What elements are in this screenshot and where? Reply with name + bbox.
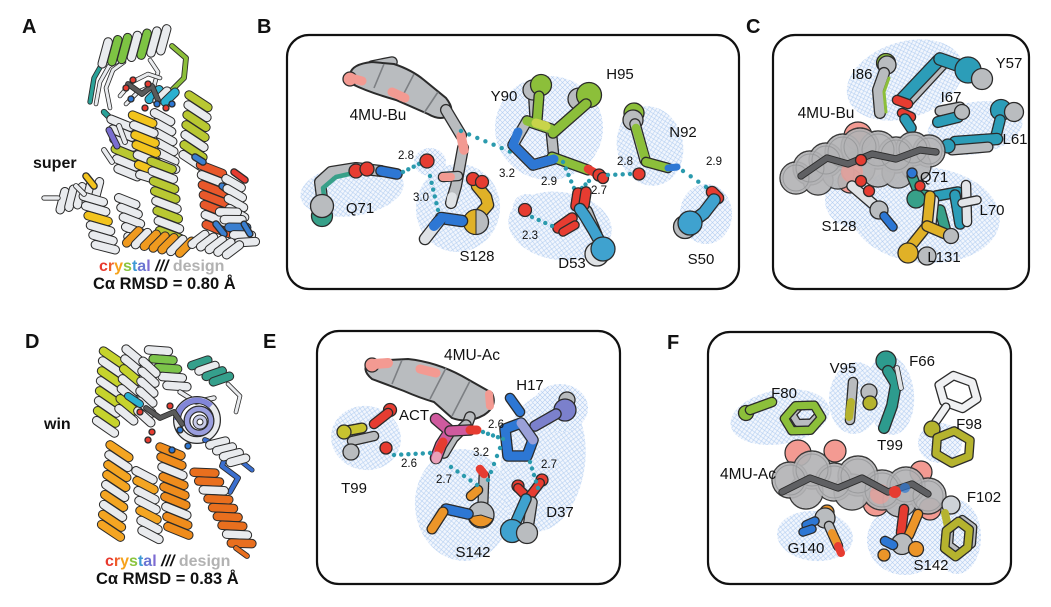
svg-text:I86: I86 <box>852 66 873 83</box>
svg-text:T99: T99 <box>341 480 367 497</box>
svg-text:F: F <box>667 332 679 354</box>
svg-text:F80: F80 <box>771 385 797 402</box>
svg-text:2.9: 2.9 <box>706 156 722 168</box>
svg-text:D: D <box>25 331 39 353</box>
svg-text:C: C <box>746 16 760 38</box>
svg-text:4MU-Bu: 4MU-Bu <box>798 105 855 122</box>
svg-text:3.2: 3.2 <box>473 447 489 459</box>
svg-text:crystal /// design: crystal /// design <box>105 553 230 570</box>
svg-text:Q71: Q71 <box>920 169 948 186</box>
svg-text:super: super <box>33 155 77 172</box>
svg-text:V95: V95 <box>830 360 857 377</box>
svg-text:4MU-Bu: 4MU-Bu <box>350 107 407 124</box>
svg-text:A: A <box>22 16 36 38</box>
svg-text:N92: N92 <box>669 124 697 141</box>
svg-text:S128: S128 <box>459 248 494 265</box>
svg-text:I67: I67 <box>941 89 962 106</box>
svg-text:S128: S128 <box>821 218 856 235</box>
svg-text:Y57: Y57 <box>996 55 1023 72</box>
svg-text:3.2: 3.2 <box>499 168 515 180</box>
svg-text:ACT: ACT <box>399 407 429 424</box>
svg-text:F102: F102 <box>967 489 1001 506</box>
svg-text:2.7: 2.7 <box>541 459 557 471</box>
svg-text:2.7: 2.7 <box>436 474 452 486</box>
svg-text:Y90: Y90 <box>491 88 518 105</box>
svg-text:H95: H95 <box>606 66 634 83</box>
svg-text:3.0: 3.0 <box>413 192 429 204</box>
svg-text:2.7: 2.7 <box>591 185 607 197</box>
svg-text:L61: L61 <box>1002 131 1027 148</box>
svg-text:2.6: 2.6 <box>488 419 504 431</box>
svg-text:4MU-Ac: 4MU-Ac <box>720 466 776 483</box>
svg-text:crystal /// design: crystal /// design <box>99 258 224 275</box>
svg-text:G140: G140 <box>788 540 825 557</box>
svg-text:S142: S142 <box>913 557 948 574</box>
svg-text:2.3: 2.3 <box>522 230 538 242</box>
svg-text:4MU-Ac: 4MU-Ac <box>444 347 500 364</box>
svg-text:Cα RMSD = 0.83 Å: Cα RMSD = 0.83 Å <box>96 569 239 588</box>
svg-text:Q71: Q71 <box>346 200 374 217</box>
svg-text:E: E <box>263 331 276 353</box>
svg-text:L131: L131 <box>927 249 960 266</box>
svg-text:S50: S50 <box>688 251 715 268</box>
svg-text:T99: T99 <box>877 437 903 454</box>
svg-text:H17: H17 <box>516 377 544 394</box>
svg-text:2.8: 2.8 <box>398 150 414 162</box>
svg-text:win: win <box>43 416 71 433</box>
svg-text:L70: L70 <box>979 202 1004 219</box>
svg-text:2.9: 2.9 <box>541 176 557 188</box>
svg-text:S142: S142 <box>455 544 490 561</box>
svg-text:Cα RMSD = 0.80 Å: Cα RMSD = 0.80 Å <box>93 274 236 293</box>
svg-text:B: B <box>257 16 271 38</box>
svg-text:D37: D37 <box>546 504 574 521</box>
svg-text:2.6: 2.6 <box>401 458 417 470</box>
svg-text:2.8: 2.8 <box>617 156 633 168</box>
svg-text:F66: F66 <box>909 353 935 370</box>
svg-text:F98: F98 <box>956 416 982 433</box>
svg-text:D53: D53 <box>558 255 586 272</box>
